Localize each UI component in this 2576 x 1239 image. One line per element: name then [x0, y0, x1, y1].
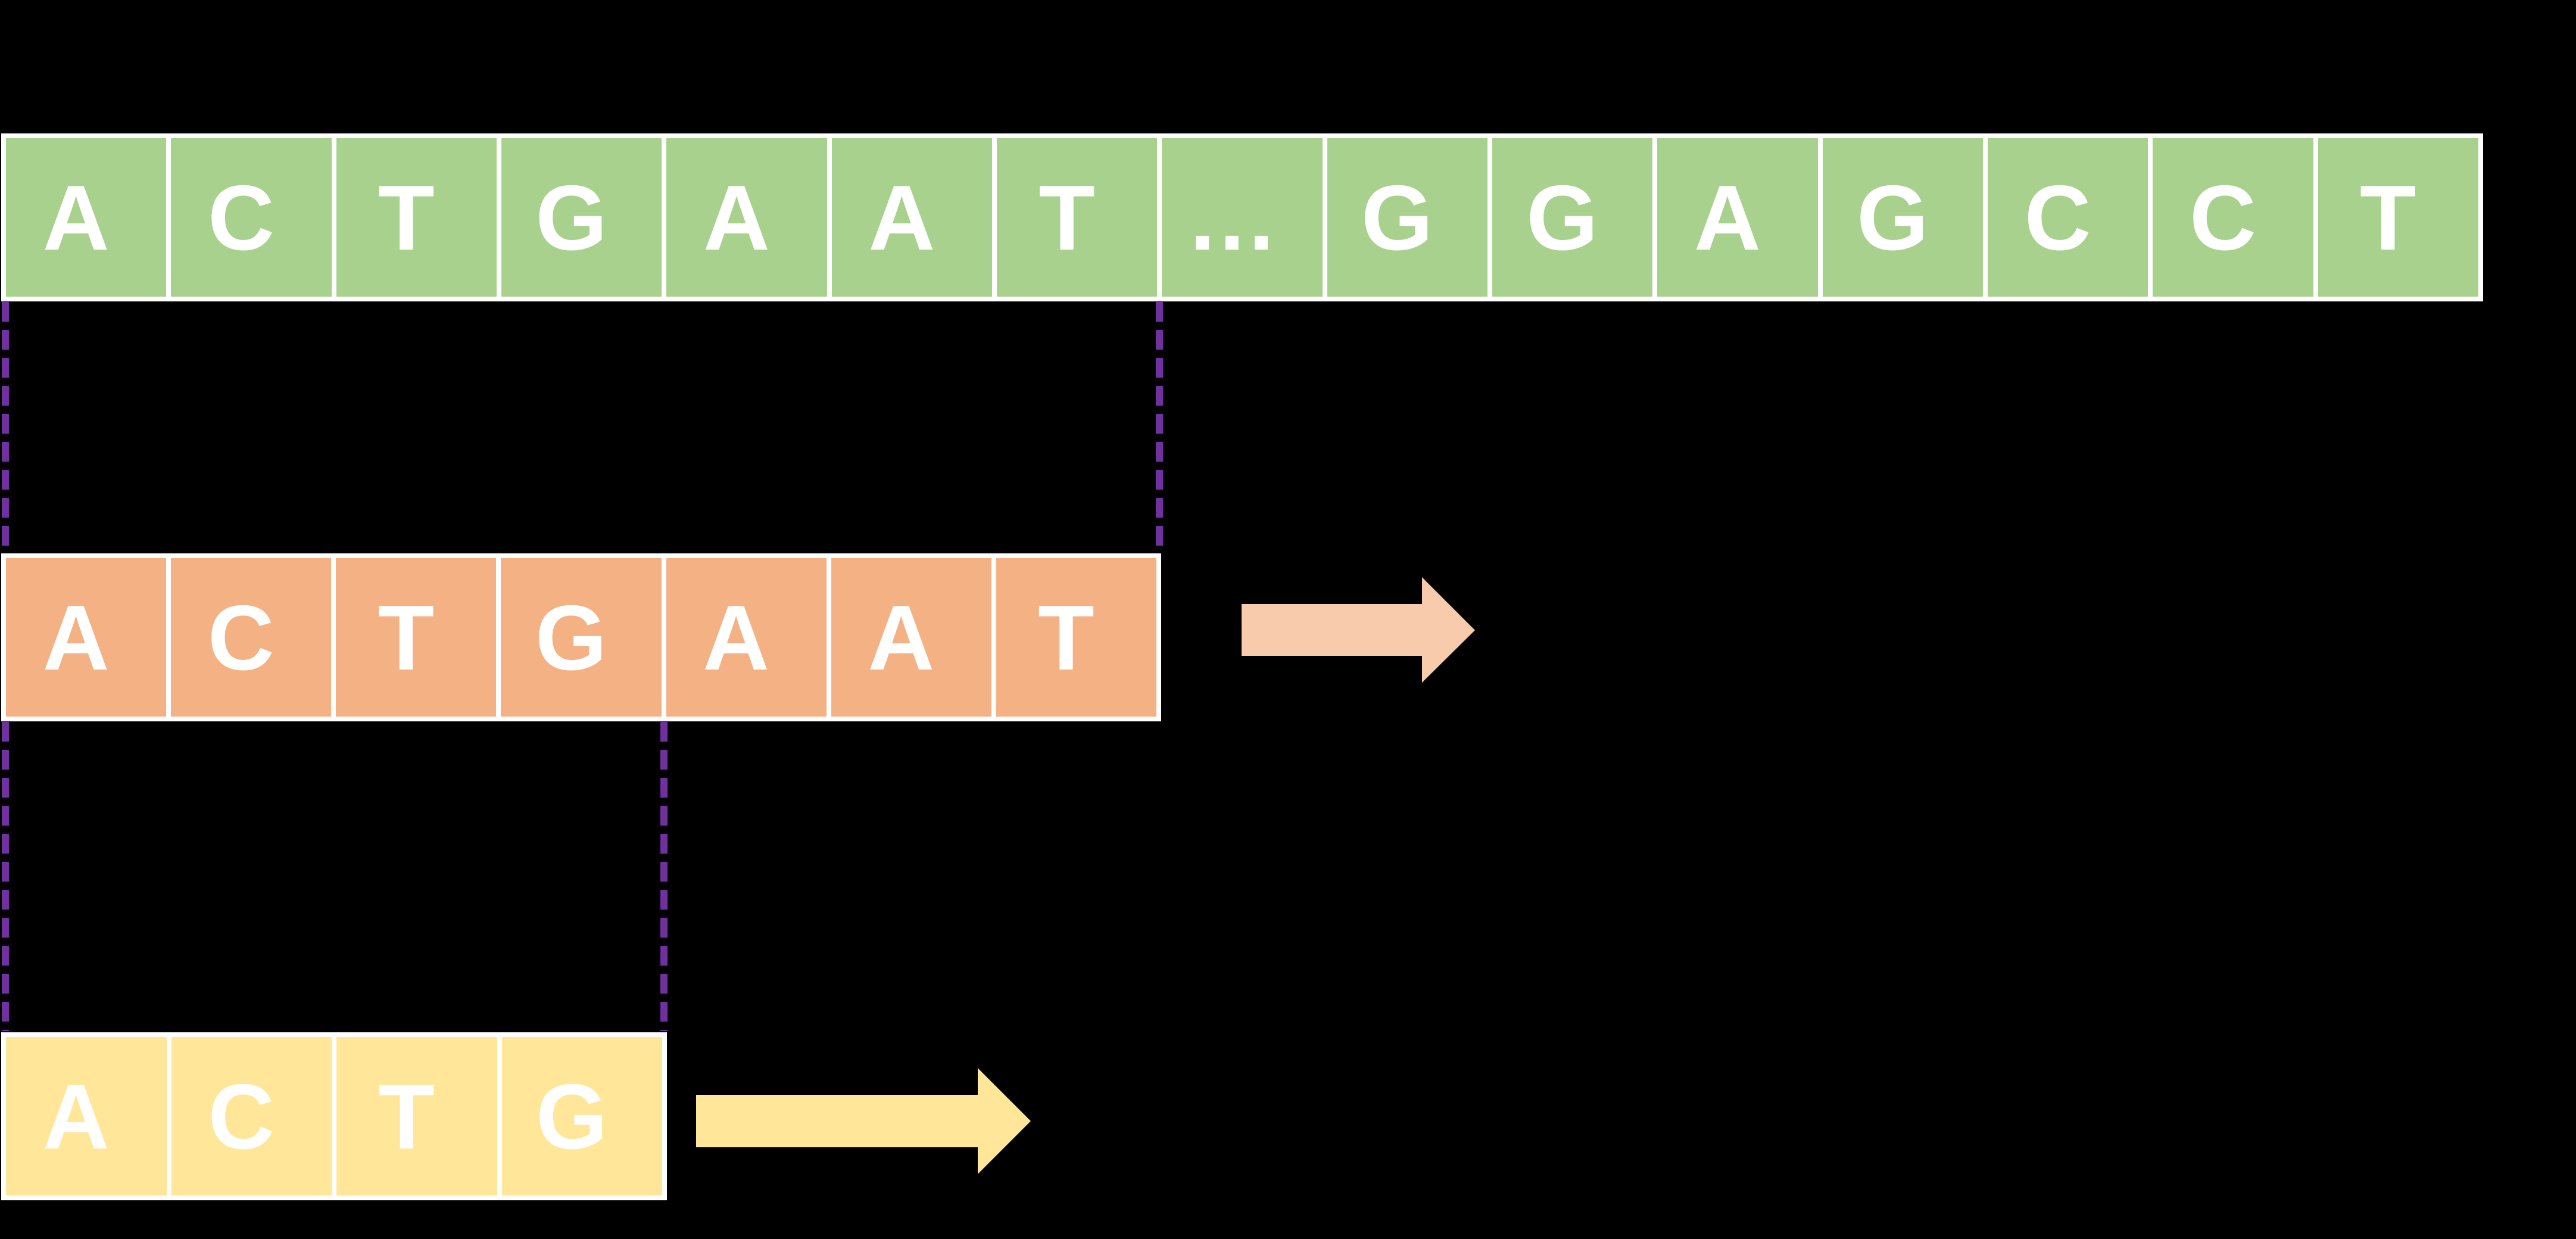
- base-cell: A: [6, 138, 167, 297]
- base-cell: A: [6, 1037, 167, 1196]
- base-cell: C: [171, 1037, 332, 1196]
- base-cell: T: [2318, 138, 2478, 297]
- base-cell: A: [1657, 138, 1818, 297]
- base-cell: C: [2153, 138, 2313, 297]
- base-cell: G: [1492, 138, 1653, 297]
- base-cell: A: [666, 558, 827, 717]
- base-cell: G: [501, 1037, 662, 1196]
- base-cell: A: [666, 138, 827, 297]
- base-cell: G: [1327, 138, 1487, 297]
- read-long-direction-arrow-icon: [1242, 577, 1475, 683]
- base-cell: A: [831, 138, 992, 297]
- base-cell: C: [171, 138, 332, 297]
- base-cell: T: [996, 558, 1156, 717]
- base-cell: C: [171, 558, 332, 717]
- read-short-direction-arrow-icon: [696, 1068, 1031, 1174]
- base-cell: C: [1987, 138, 2148, 297]
- base-cell: …: [1162, 138, 1323, 297]
- base-cell: T: [996, 138, 1158, 297]
- base-cell: T: [336, 138, 497, 297]
- base-cell: T: [336, 1037, 497, 1196]
- base-cell: A: [6, 558, 167, 717]
- base-cell: G: [501, 138, 662, 297]
- base-cell: G: [1822, 138, 1983, 297]
- base-cell: T: [336, 558, 497, 717]
- base-cell: A: [831, 558, 991, 717]
- base-cell: G: [501, 558, 662, 717]
